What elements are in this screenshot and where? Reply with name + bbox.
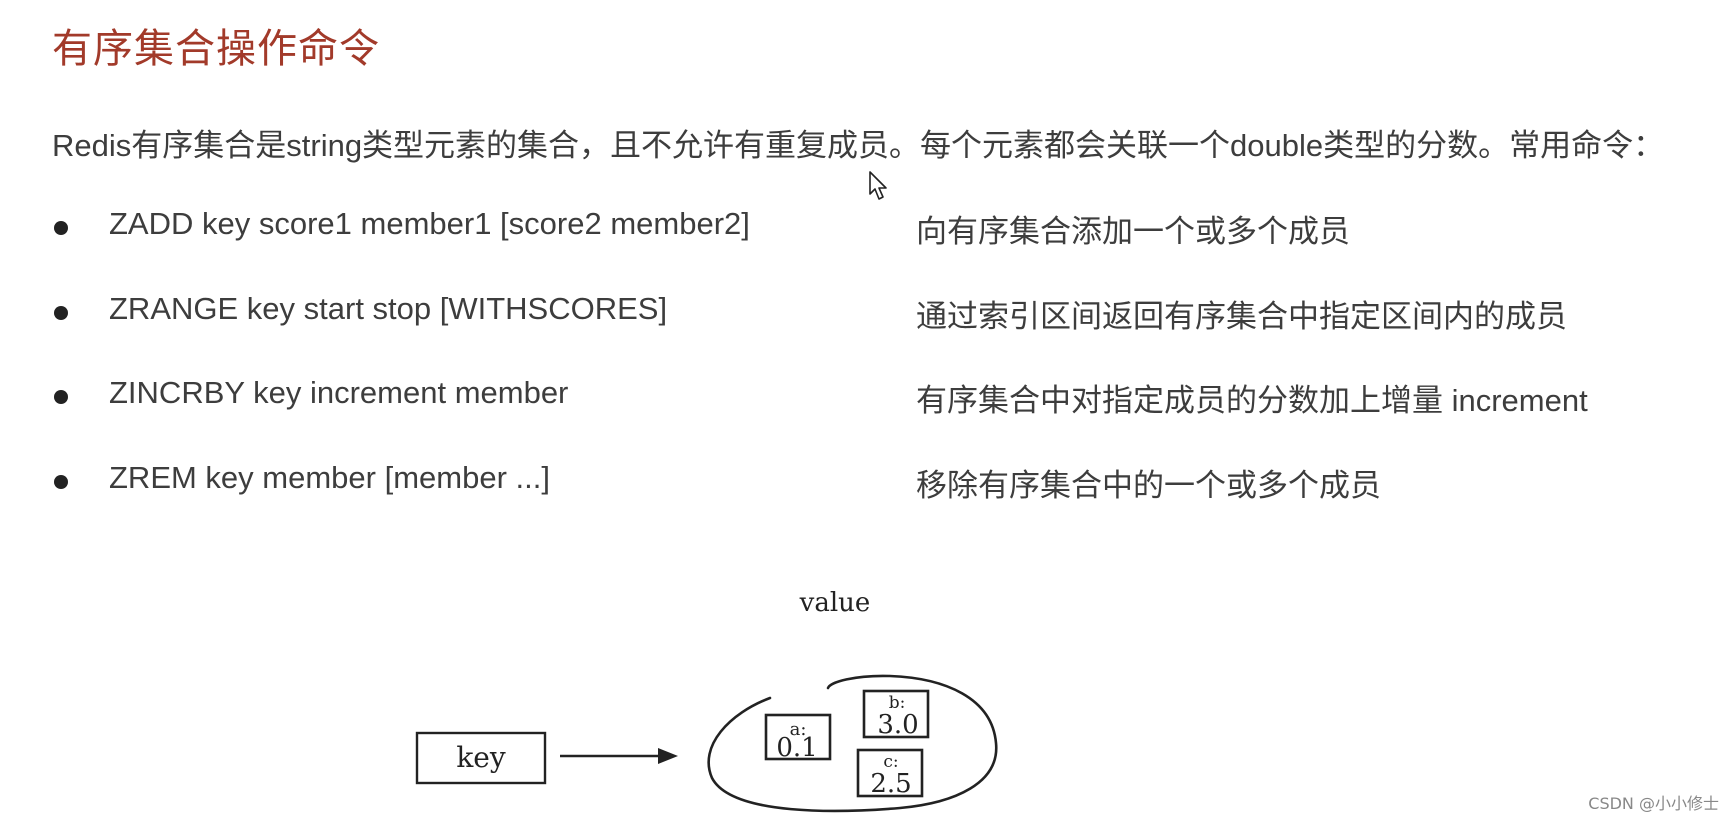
member-name: c: xyxy=(883,752,898,772)
key-box xyxy=(415,731,547,785)
key-label: key xyxy=(456,741,506,774)
member-score: 0.1 xyxy=(776,733,817,763)
member-score: 2.5 xyxy=(870,769,911,799)
intro-text: Redis有序集合是string类型元素的集合，且不允许有重复成员。每个元素都会… xyxy=(52,128,1665,163)
value-ellipse xyxy=(707,674,998,813)
command-description: 通过索引区间返回有序集合中指定区间内的成员 xyxy=(916,299,1567,334)
command-syntax: ZRANGE key start stop [WITHSCORES] xyxy=(109,291,668,326)
command-syntax: ZINCRBY key increment member xyxy=(109,375,569,410)
bullet-icon xyxy=(54,221,68,235)
command-description: 移除有序集合中的一个或多个成员 xyxy=(916,468,1381,503)
member-box-b xyxy=(862,689,930,739)
zset-diagram: value key a: 0.1 b: 3.0 c: 2.5 xyxy=(415,588,998,813)
command-item-zadd: ZADD key score1 member1 [score2 member2]… xyxy=(0,206,1733,250)
watermark: CSDN @小小修士 xyxy=(1588,794,1719,813)
command-syntax: ZREM key member [member ...] xyxy=(109,460,550,495)
bullet-icon xyxy=(54,390,68,404)
command-item-zrange: ZRANGE key start stop [WITHSCORES] 通过索引区… xyxy=(0,291,1733,335)
command-item-zincrby: ZINCRBY key increment member 有序集合中对指定成员的… xyxy=(0,375,1733,419)
member-box-c xyxy=(856,748,924,798)
command-item-zrem: ZREM key member [member ...] 移除有序集合中的一个或… xyxy=(0,460,1733,504)
member-name: b: xyxy=(889,693,906,713)
value-label: value xyxy=(799,588,871,618)
bullet-icon xyxy=(54,475,68,489)
command-description: 有序集合中对指定成员的分数加上增量 increment xyxy=(916,383,1588,418)
bullet-icon xyxy=(54,306,68,320)
member-name: a: xyxy=(790,719,807,740)
member-score: 3.0 xyxy=(877,710,918,740)
arrow-head-icon xyxy=(658,748,678,764)
member-box-a xyxy=(764,713,832,761)
page-title: 有序集合操作命令 xyxy=(52,27,380,71)
mouse-cursor-icon xyxy=(869,171,887,200)
command-description: 向有序集合添加一个或多个成员 xyxy=(916,214,1350,249)
command-syntax: ZADD key score1 member1 [score2 member2] xyxy=(109,206,750,241)
